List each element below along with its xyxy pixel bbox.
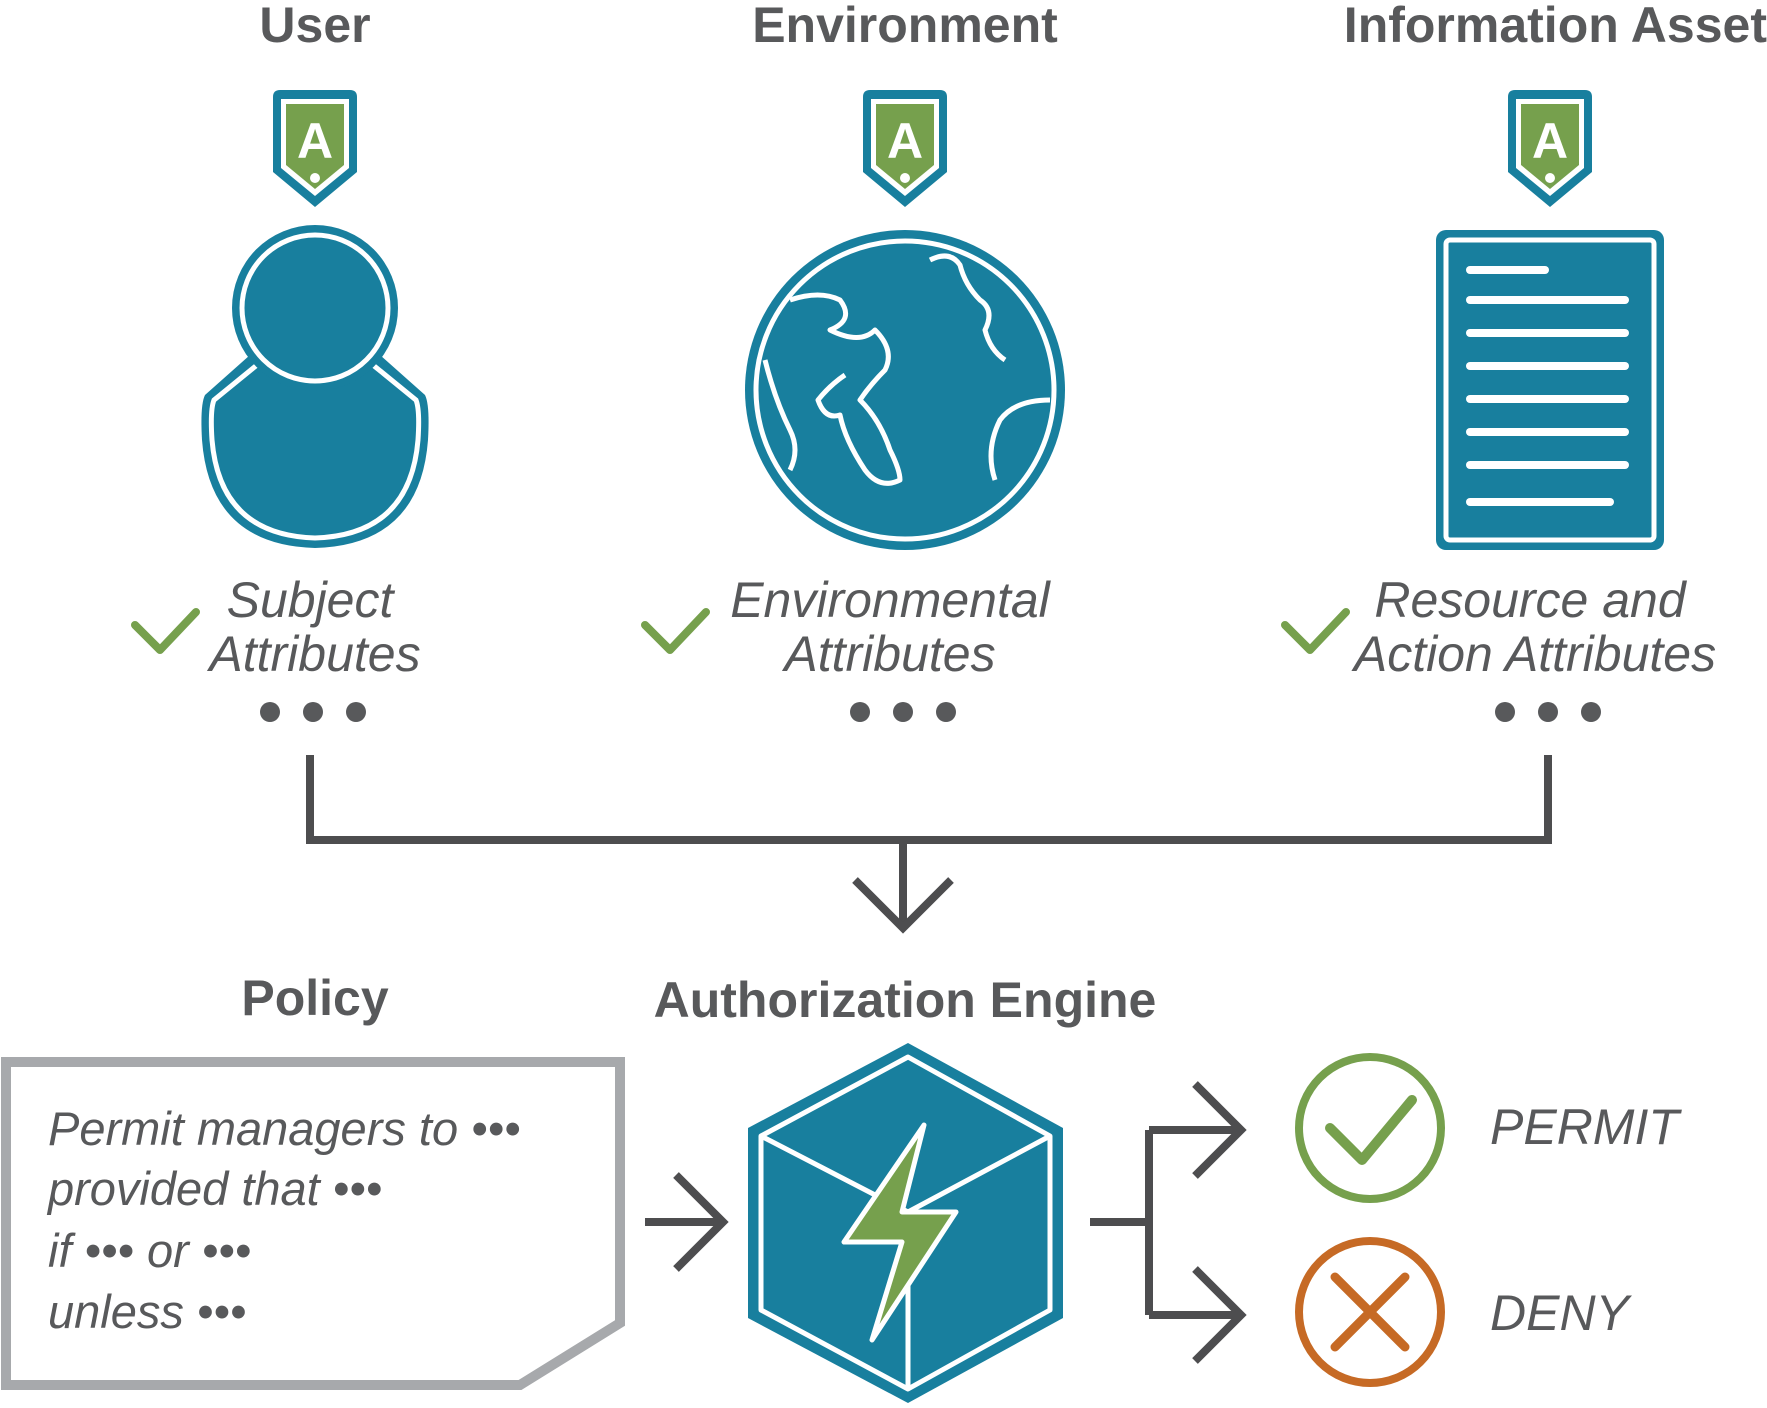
information-asset-attr-line1: Resource and [1374,572,1687,628]
information-asset-check-icon [1281,608,1350,654]
permit-arrow-icon [1192,1081,1247,1179]
source-user: User A Subject Attributes [131,0,429,722]
environment-heading: Environment [752,0,1058,53]
engine-section: Authorization Engine [654,972,1157,1403]
information-asset-attribute-badge-icon: A [1508,90,1592,207]
environment-ellipsis-icon [850,702,956,722]
environment-attr-line2: Attributes [781,626,995,682]
policy-to-engine-arrow-icon [645,1172,729,1272]
information-asset-attr-line2: Action Attributes [1351,626,1716,682]
environment-badge-letter: A [887,113,923,169]
information-asset-heading: Information Asset [1344,0,1767,53]
policy-heading: Policy [241,970,388,1026]
engine-heading: Authorization Engine [654,972,1157,1028]
policy-line-3: if ••• or ••• [48,1224,251,1277]
environment-attribute-badge-icon: A [863,90,947,207]
environment-check-icon [641,608,710,654]
user-icon [201,225,429,548]
outcome-deny: DENY [1295,1237,1633,1387]
information-asset-attributes: Resource and Action Attributes [1281,572,1716,722]
check-circle-icon [1295,1053,1445,1203]
user-badge-letter: A [297,113,333,169]
engine-to-outcomes-connector [1090,1081,1247,1364]
environment-attr-line1: Environmental [730,572,1051,628]
attribute-merge-connector [306,755,1552,934]
permit-label: PERMIT [1490,1099,1682,1155]
policy-section: Policy Permit managers to ••• provided t… [1,970,625,1390]
user-heading: User [259,0,370,53]
policy-line-4: unless ••• [48,1285,246,1338]
source-environment: Environment A Environmental Attributes [641,0,1065,722]
environment-attributes: Environmental Attributes [641,572,1052,722]
user-check-icon [131,608,200,654]
outcome-permit: PERMIT [1295,1053,1682,1203]
user-ellipsis-icon [260,702,366,722]
policy-box [1,1057,625,1390]
globe-icon [745,230,1065,550]
source-information-asset: Information Asset A Resou [1281,0,1767,722]
lightning-cube-icon [748,1043,1063,1403]
policy-line-1: Permit managers to ••• [48,1102,521,1155]
deny-label: DENY [1490,1285,1633,1341]
deny-arrow-icon [1192,1266,1247,1364]
document-icon [1436,230,1664,550]
user-attributes: Subject Attributes [131,572,421,722]
down-arrow-icon [852,877,954,934]
information-asset-badge-letter: A [1532,113,1568,169]
user-attr-line1: Subject [227,572,396,628]
information-asset-ellipsis-icon [1495,702,1601,722]
user-attr-line2: Attributes [206,626,420,682]
x-circle-icon [1295,1237,1445,1387]
policy-line-2: provided that ••• [46,1162,382,1215]
user-attribute-badge-icon: A [273,90,357,207]
